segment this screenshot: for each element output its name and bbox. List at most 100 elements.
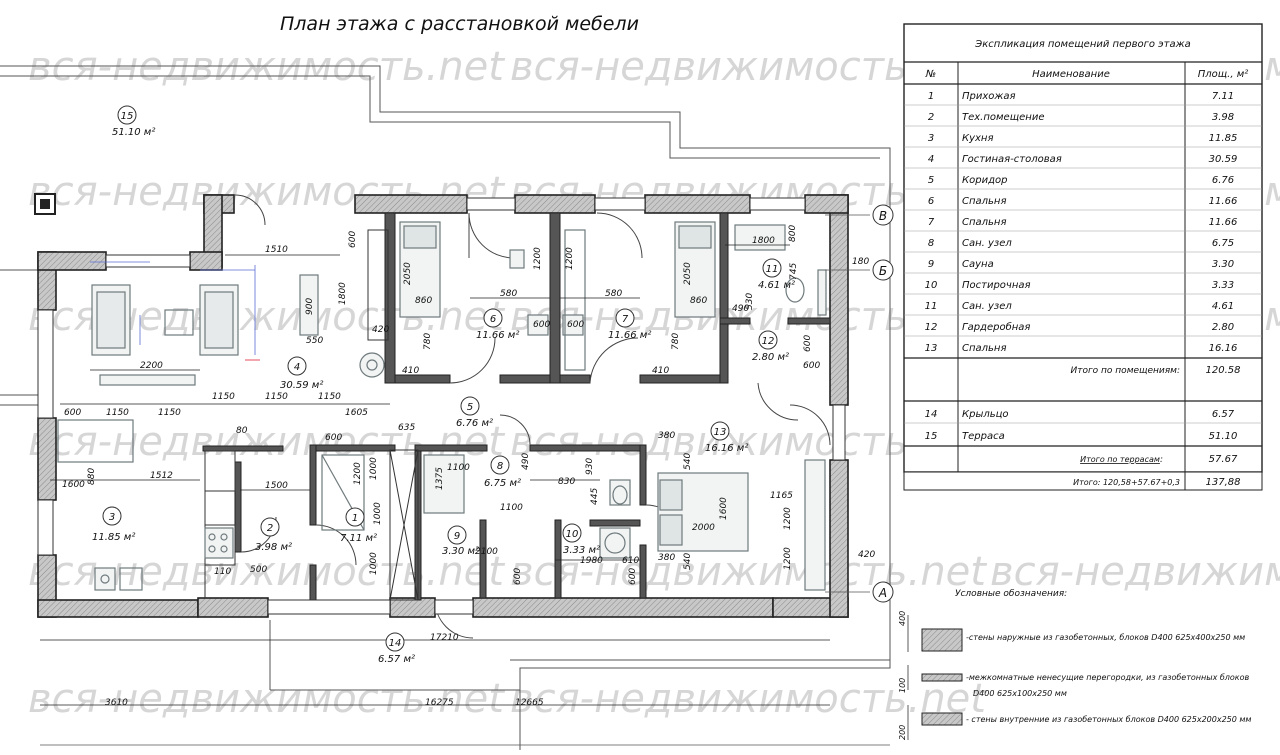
svg-text:4.61: 4.61 — [1212, 301, 1234, 312]
dim: 1100 — [500, 503, 523, 513]
interior-walls — [202, 212, 831, 601]
explication-table: Экспликация помещений первого этажа № На… — [903, 23, 1263, 491]
grand-total-value: 137,88 — [1206, 477, 1241, 488]
dim: 1150 — [158, 408, 181, 418]
svg-text:2: 2 — [928, 112, 934, 123]
dim: 600 — [803, 335, 813, 352]
total-rooms-label: Итого по помещениям: — [1070, 366, 1180, 376]
svg-text:3.33: 3.33 — [1212, 280, 1234, 291]
total-terrace-colon: : — [1160, 455, 1163, 465]
svg-text:11.66: 11.66 — [1209, 217, 1238, 228]
dim: 12665 — [515, 698, 544, 708]
svg-text:4: 4 — [294, 362, 300, 373]
dim: 1500 — [265, 481, 288, 491]
svg-text:Гардеробная: Гардеробная — [962, 321, 1030, 333]
legend-item: D400 625х100х250 мм — [973, 689, 1067, 698]
svg-text:Коридор: Коридор — [962, 175, 1007, 186]
watermark-text: вся-недвижимость.net — [510, 676, 987, 722]
dim: 445 — [590, 488, 600, 505]
windows — [37, 197, 846, 615]
dim: 1800 — [752, 236, 775, 246]
svg-text:Сауна: Сауна — [962, 259, 994, 270]
svg-text:12: 12 — [925, 322, 938, 333]
watermark-text: вся-недвижимость.net — [28, 44, 505, 90]
svg-text:Прихожая: Прихожая — [962, 91, 1016, 102]
col-header: № — [925, 69, 936, 80]
dim: 600 — [513, 568, 523, 585]
room-5: 56.76 м² — [456, 396, 493, 429]
dim: 610 — [622, 556, 639, 566]
legend-dim: 200 — [898, 725, 907, 740]
dim: 1980 — [580, 556, 603, 566]
svg-text:Сан. узел: Сан. узел — [962, 301, 1012, 312]
total-rooms-value: 120.58 — [1206, 365, 1241, 376]
watermark-text: вся-недвижимость.net — [28, 676, 505, 722]
room-labels: 17.11 м² 23.98 м² 311.85 м² 430.59 м² 56… — [92, 105, 795, 665]
room-11: 114.61 м² — [758, 258, 795, 291]
dim: 1512 — [150, 471, 173, 481]
dim: 1605 — [345, 408, 368, 418]
column-symbol — [34, 193, 56, 215]
svg-text:2: 2 — [267, 523, 273, 534]
table-title: Экспликация помещений первого этажа — [974, 39, 1190, 50]
col-header: Площ., м² — [1198, 69, 1249, 80]
dim: 860 — [415, 296, 432, 306]
svg-text:12: 12 — [762, 336, 775, 347]
axis-markers: В Б A — [872, 204, 894, 603]
dim: 1200 — [783, 507, 793, 530]
svg-text:11.85: 11.85 — [1209, 133, 1238, 144]
svg-text:2.80 м²: 2.80 м² — [752, 352, 789, 363]
legend-item: -стены наружные из газобетонных, блоков … — [966, 633, 1245, 642]
svg-text:3.30: 3.30 — [1212, 259, 1234, 270]
dim: 2000 — [692, 523, 715, 533]
dim: 180 — [852, 257, 869, 267]
axis-label: A — [878, 586, 887, 600]
svg-text:10: 10 — [566, 529, 579, 540]
dim: 530 — [745, 293, 755, 310]
svg-text:51.10: 51.10 — [1209, 431, 1238, 442]
svg-text:16.16 м²: 16.16 м² — [705, 443, 748, 454]
dim: 80 — [236, 426, 248, 436]
room-8: 86.75 м² — [484, 455, 521, 489]
dim: 780 — [671, 333, 681, 350]
svg-text:Постирочная: Постирочная — [962, 280, 1031, 291]
svg-text:7.11 м²: 7.11 м² — [340, 533, 377, 544]
dim: 2050 — [683, 262, 693, 285]
dim: 830 — [558, 477, 575, 487]
svg-text:1: 1 — [928, 91, 934, 102]
dim: 410 — [402, 366, 419, 376]
svg-text:Тех.помещение: Тех.помещение — [962, 112, 1044, 123]
dim: 1150 — [265, 392, 288, 402]
svg-text:6.57: 6.57 — [1212, 409, 1235, 420]
axis-label: Б — [879, 264, 887, 278]
svg-text:11.66 м²: 11.66 м² — [476, 330, 519, 341]
svg-text:1: 1 — [352, 513, 358, 524]
dim: 1150 — [212, 392, 235, 402]
svg-text:Спальня: Спальня — [962, 217, 1007, 228]
dim: 1200 — [783, 547, 793, 570]
svg-text:11.85 м²: 11.85 м² — [92, 532, 135, 543]
dim: 1000 — [369, 457, 379, 480]
dim: 860 — [690, 296, 707, 306]
dim: 780 — [423, 333, 433, 350]
svg-text:6: 6 — [928, 196, 934, 207]
dim: 600 — [803, 361, 820, 371]
svg-text:5: 5 — [467, 402, 473, 413]
svg-text:3.33 м²: 3.33 м² — [563, 545, 600, 556]
svg-text:6.75 м²: 6.75 м² — [484, 478, 521, 489]
dimension-values: 1510 600 1800 2050 860 2050 860 1200 120… — [62, 225, 875, 708]
svg-text:6.76: 6.76 — [1212, 175, 1234, 186]
dim: 1165 — [770, 491, 793, 501]
svg-text:3.30 м²: 3.30 м² — [442, 546, 479, 557]
legend-dim: 100 — [898, 678, 907, 693]
svg-text:11: 11 — [766, 264, 779, 275]
drawing-title: План этажа с расстановкой мебели — [280, 13, 639, 35]
